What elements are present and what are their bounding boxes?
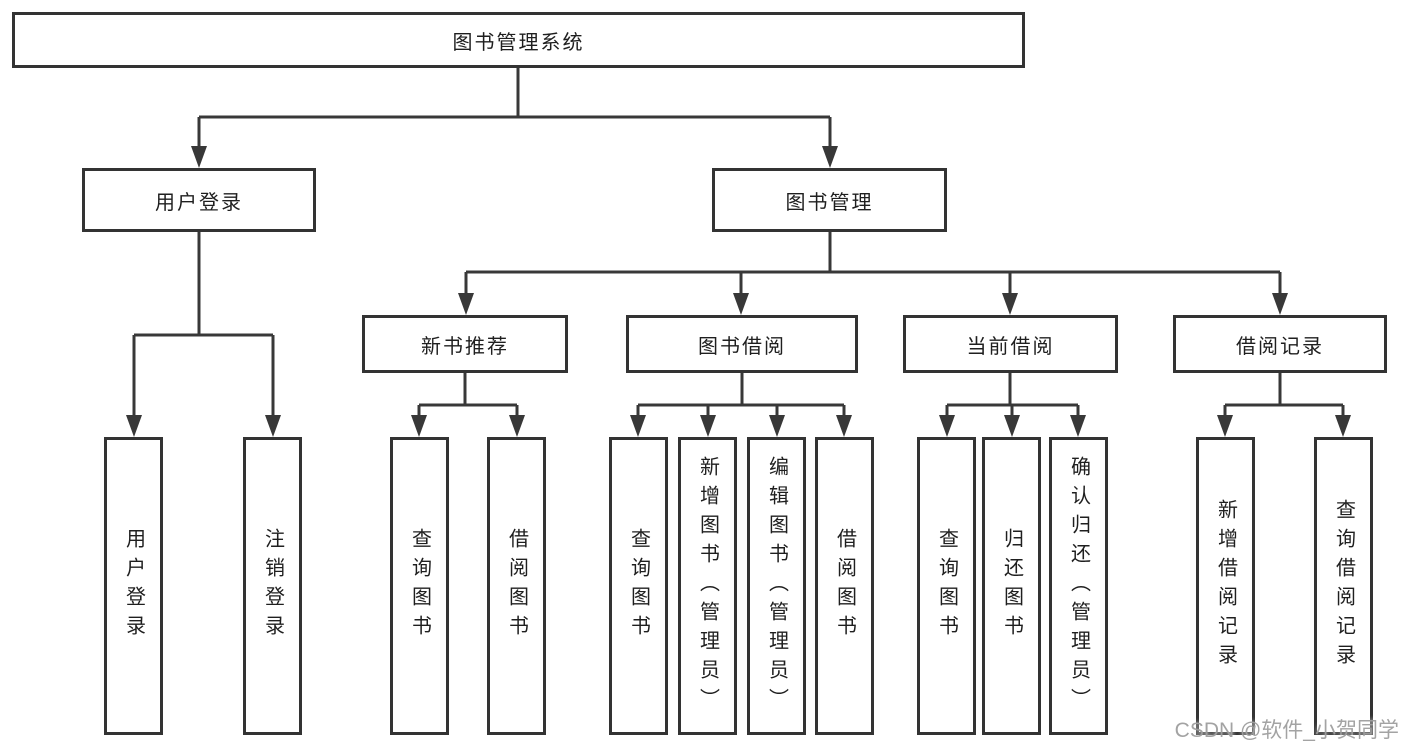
node-new-book-recommend: 新书推荐	[362, 315, 568, 373]
leaf-query-books-recommend-label: 查询图书	[408, 528, 431, 644]
leaf-return-book-label: 归还图书	[1000, 528, 1023, 644]
leaf-query-borrow-record-label: 查询借阅记录	[1332, 499, 1355, 673]
node-root: 图书管理系统	[12, 12, 1025, 68]
leaf-edit-book-admin-label: 编辑图书（管理员）	[765, 455, 788, 717]
node-book-management-label: 图书管理	[785, 191, 874, 214]
leaf-query-books-recommend: 查询图书	[390, 437, 449, 735]
node-root-label: 图书管理系统	[452, 31, 585, 54]
leaf-borrow-books-recommend: 借阅图书	[487, 437, 546, 735]
leaf-query-books-current-label: 查询图书	[935, 528, 958, 644]
node-user-login: 用户登录	[82, 168, 316, 232]
leaf-add-borrow-record-label: 新增借阅记录	[1214, 499, 1237, 673]
leaf-logout-label: 注销登录	[261, 528, 284, 644]
leaf-edit-book-admin: 编辑图书（管理员）	[747, 437, 806, 735]
leaf-borrow-books-borrow: 借阅图书	[815, 437, 874, 735]
leaf-add-borrow-record: 新增借阅记录	[1196, 437, 1255, 735]
node-current-borrow: 当前借阅	[903, 315, 1118, 373]
leaf-borrow-books-recommend-label: 借阅图书	[505, 528, 528, 644]
node-book-borrow-label: 图书借阅	[698, 335, 786, 358]
leaf-query-books-borrow: 查询图书	[609, 437, 668, 735]
leaf-confirm-return-admin: 确认归还（管理员）	[1049, 437, 1108, 735]
node-user-login-label: 用户登录	[155, 191, 243, 214]
connector-arrow-shafts	[132, 117, 1345, 419]
leaf-query-books-current: 查询图书	[917, 437, 976, 735]
leaf-confirm-return-admin-label: 确认归还（管理员）	[1067, 455, 1090, 717]
leaf-add-book-admin-label: 新增图书（管理员）	[696, 455, 719, 717]
leaf-add-book-admin: 新增图书（管理员）	[678, 437, 737, 735]
leaf-logout: 注销登录	[243, 437, 302, 735]
leaf-query-books-borrow-label: 查询图书	[627, 528, 650, 644]
node-borrow-records-label: 借阅记录	[1236, 335, 1324, 358]
leaf-user-login: 用户登录	[104, 437, 163, 735]
node-current-borrow-label: 当前借阅	[966, 335, 1055, 358]
leaf-borrow-books-borrow-label: 借阅图书	[833, 528, 856, 644]
node-new-book-recommend-label: 新书推荐	[421, 335, 509, 358]
leaf-return-book: 归还图书	[982, 437, 1041, 735]
leaf-query-borrow-record: 查询借阅记录	[1314, 437, 1373, 735]
leaf-user-login-label: 用户登录	[122, 528, 145, 644]
watermark-text: CSDN @软件_小贺同学	[1174, 719, 1399, 742]
node-book-borrow: 图书借阅	[626, 315, 858, 373]
node-borrow-records: 借阅记录	[1173, 315, 1387, 373]
node-book-management: 图书管理	[712, 168, 947, 232]
